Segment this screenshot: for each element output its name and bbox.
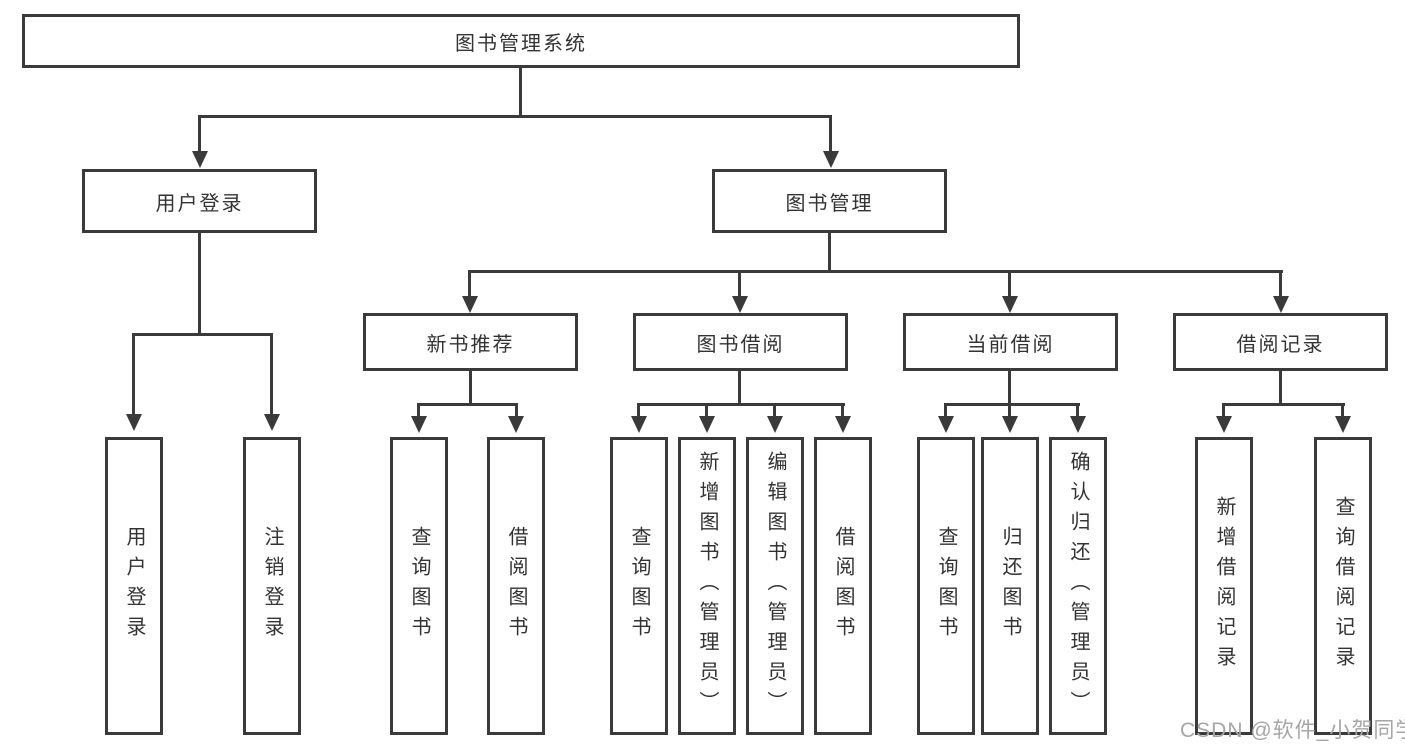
node-label: 查询图书: [408, 526, 430, 646]
arrow-down-icon: [411, 416, 427, 433]
connector-line: [468, 270, 1283, 273]
node-label: 图书管理系统: [455, 32, 587, 55]
connector-line: [132, 333, 135, 415]
node-label: 图书管理: [785, 192, 874, 215]
connector-line: [944, 403, 947, 417]
node-current-borrowing: 当前借阅: [903, 313, 1118, 371]
node-label: 新增图书（管理员）: [696, 451, 718, 721]
connector-line: [469, 371, 472, 406]
node-label: 确认归还（管理员）: [1067, 451, 1089, 721]
node-new-book-recommendation: 新书推荐: [363, 313, 578, 371]
connector-line: [1341, 403, 1344, 417]
arrow-down-icon: [1335, 416, 1351, 433]
arrow-down-icon: [192, 151, 208, 168]
leaf-borrow-books-recommend: 借阅图书: [487, 437, 545, 735]
node-label: 归还图书: [999, 526, 1021, 646]
connector-line: [270, 333, 273, 415]
leaf-query-borrow-record: 查询借阅记录: [1314, 437, 1372, 735]
node-label: 借阅记录: [1236, 333, 1325, 356]
arrow-down-icon: [1273, 296, 1289, 313]
node-label: 用户登录: [123, 526, 145, 646]
node-library-system: 图书管理系统: [22, 14, 1020, 68]
node-book-borrowing: 图书借阅: [633, 313, 848, 371]
arrow-down-icon: [699, 416, 715, 433]
leaf-borrow-books: 借阅图书: [814, 437, 872, 735]
leaf-add-borrow-record: 新增借阅记录: [1195, 437, 1253, 735]
arrow-down-icon: [631, 416, 647, 433]
node-label: 新书推荐: [426, 333, 515, 356]
connector-line: [519, 68, 522, 118]
connector-line: [1008, 270, 1011, 297]
connector-line: [1076, 403, 1079, 417]
node-borrowing-records: 借阅记录: [1173, 313, 1388, 371]
connector-line: [738, 371, 741, 406]
node-label: 借阅图书: [832, 526, 854, 646]
connector-line: [198, 115, 832, 118]
connector-line: [468, 270, 471, 297]
csdn-watermark: CSDN @软件_小贺同学: [1180, 719, 1405, 742]
node-label: 图书借阅: [696, 333, 785, 356]
connector-line: [637, 403, 640, 417]
connector-line: [1222, 403, 1225, 417]
connector-line: [132, 333, 273, 336]
connector-line: [828, 233, 831, 273]
arrow-down-icon: [1002, 416, 1018, 433]
arrow-down-icon: [1216, 416, 1232, 433]
arrow-down-icon: [462, 296, 478, 313]
node-label: 借阅图书: [505, 526, 527, 646]
node-label: 查询图书: [935, 526, 957, 646]
arrow-down-icon: [823, 151, 839, 168]
arrow-down-icon: [126, 414, 142, 431]
node-label: 查询借阅记录: [1332, 496, 1354, 676]
leaf-edit-books-admin: 编辑图书（管理员）: [746, 437, 804, 735]
arrow-down-icon: [508, 416, 524, 433]
connector-line: [829, 115, 832, 152]
node-label: 当前借阅: [966, 333, 1055, 356]
arrow-down-icon: [732, 296, 748, 313]
connector-line: [515, 403, 518, 417]
arrow-down-icon: [264, 414, 280, 431]
connector-line: [944, 403, 1080, 406]
connector-line: [417, 403, 420, 417]
connector-line: [198, 115, 201, 152]
connector-line: [705, 403, 708, 417]
leaf-logout: 注销登录: [243, 437, 301, 735]
node-label: 注销登录: [261, 526, 283, 646]
connector-line: [198, 233, 201, 336]
arrow-down-icon: [1070, 416, 1086, 433]
leaf-query-books-borrow: 查询图书: [610, 437, 668, 735]
node-label: 用户登录: [155, 192, 244, 215]
connector-line: [1222, 403, 1345, 406]
arrow-down-icon: [767, 416, 783, 433]
arrow-down-icon: [1002, 296, 1018, 313]
node-label: 查询图书: [628, 526, 650, 646]
connector-line: [1279, 270, 1282, 297]
node-book-management: 图书管理: [712, 169, 947, 233]
node-label: 新增借阅记录: [1213, 496, 1235, 676]
connector-line: [417, 403, 518, 406]
connector-line: [637, 403, 845, 406]
connector-line: [773, 403, 776, 417]
arrow-down-icon: [835, 416, 851, 433]
leaf-query-books-recommend: 查询图书: [390, 437, 448, 735]
node-label: 编辑图书（管理员）: [764, 451, 786, 721]
connector-line: [841, 403, 844, 417]
leaf-return-books: 归还图书: [981, 437, 1039, 735]
leaf-query-books-current: 查询图书: [917, 437, 975, 735]
connector-line: [738, 270, 741, 297]
arrow-down-icon: [938, 416, 954, 433]
leaf-confirm-return-admin: 确认归还（管理员）: [1049, 437, 1107, 735]
connector-line: [1008, 403, 1011, 417]
connector-line: [1279, 371, 1282, 406]
node-user-login: 用户登录: [82, 169, 317, 233]
leaf-add-books-admin: 新增图书（管理员）: [678, 437, 736, 735]
leaf-user-login: 用户登录: [105, 437, 163, 735]
connector-line: [1008, 371, 1011, 406]
